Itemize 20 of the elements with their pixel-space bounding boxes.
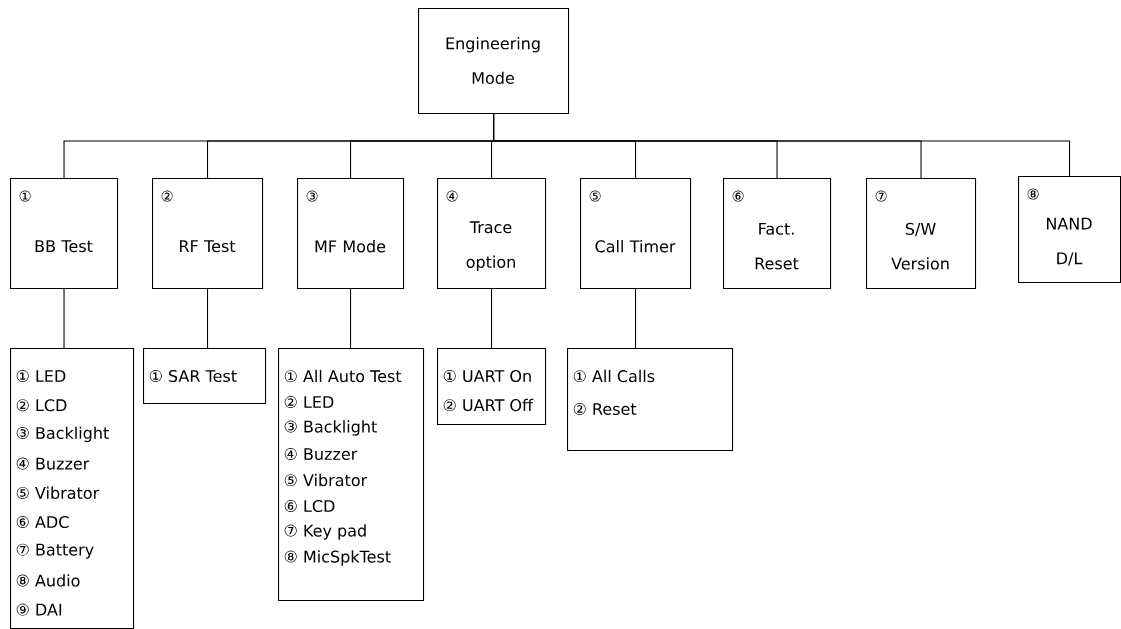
submenu-box: ① All Auto Test ② LED ③ Backlight ④ Buzzer ⑤ Vibrator ⑥ LCD ⑦ Key pad ⑧ MicSpkTest <box>278 348 425 602</box>
submenu-box: ① SAR Test <box>143 348 267 405</box>
submenu-box: ① UART On ② UART Off <box>437 348 547 426</box>
menu-box: ① BB Test <box>10 178 119 290</box>
submenu-box: ① LED ② LCD ③ Backlight ④ Buzzer ⑤ Vibrator ⑥ ADC ⑦ Battery ⑧ Audio ⑨ DAI <box>10 348 135 629</box>
menu-box: ③ MF Mode <box>297 178 405 290</box>
connector-line <box>493 113 1071 177</box>
menu-box: ⑦ S/W Version <box>866 178 977 290</box>
connector-line <box>350 288 352 349</box>
submenu-box: ① All Calls ② Reset <box>567 348 734 452</box>
root-box: Engineering Mode <box>418 8 570 115</box>
connector-line <box>635 288 637 349</box>
connector-line <box>491 288 493 349</box>
menu-box: ⑤ Call Timer <box>580 178 692 290</box>
menu-box: ⑧ NAND D/L <box>1018 176 1121 284</box>
connector-line <box>207 288 209 349</box>
menu-box: ④ Trace option <box>437 178 547 290</box>
connector-line <box>63 288 65 349</box>
menu-box: ⑥ Fact. Reset <box>723 178 832 290</box>
menu-box: ② RF Test <box>152 178 264 290</box>
